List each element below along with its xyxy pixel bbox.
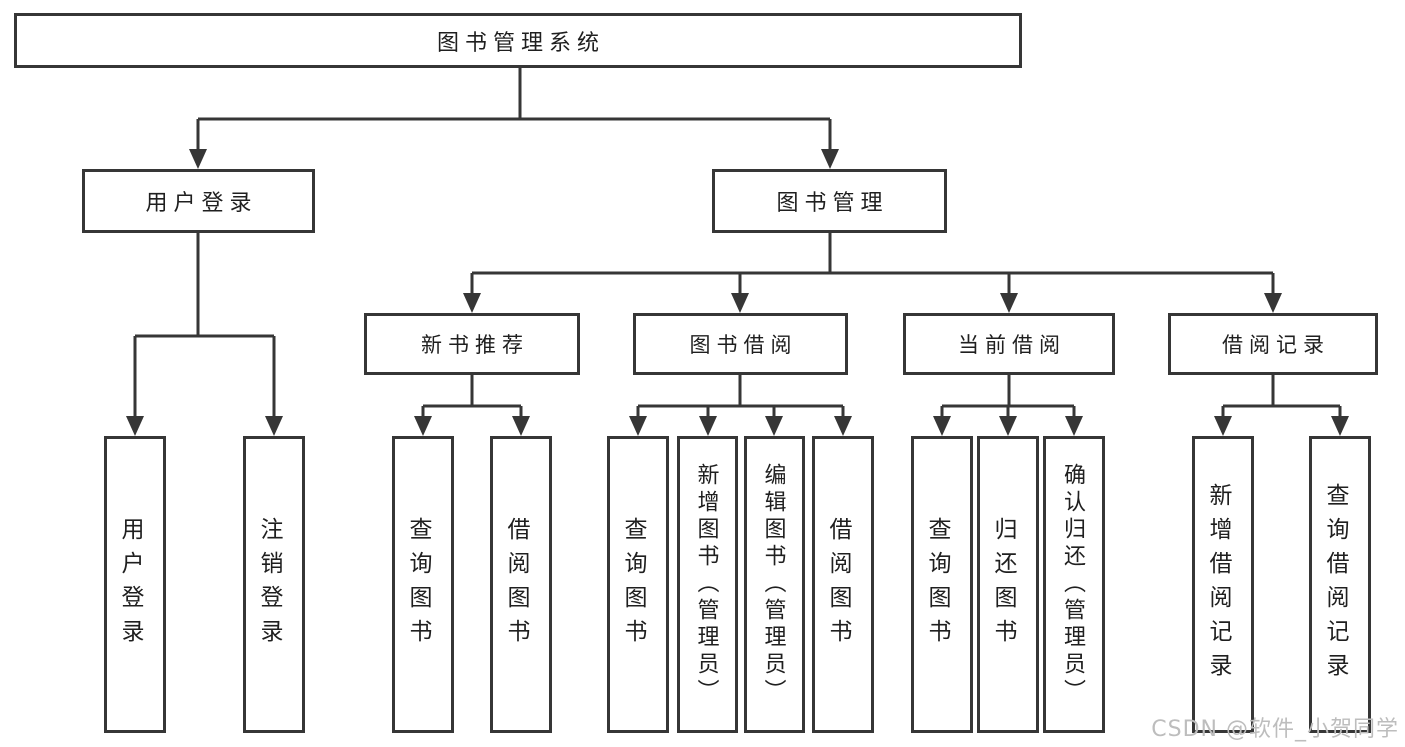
node-root-label: 图书管理系统 xyxy=(436,30,605,56)
node-leaf-borrow-book: 借阅图书 xyxy=(812,436,874,733)
node-book-borrow-label: 图书借阅 xyxy=(689,333,798,357)
node-borrow-record: 借阅记录 xyxy=(1168,313,1378,375)
node-new-book-recommend-label: 新书推荐 xyxy=(421,333,529,357)
arrowhead-icon xyxy=(414,416,432,436)
edges-new-book-recommend-to-leaves xyxy=(414,375,530,436)
node-leaf-user-login-label: 用户登录 xyxy=(117,516,143,653)
node-borrow-record-label: 借阅记录 xyxy=(1222,333,1330,357)
edges-book-borrow-to-leaves xyxy=(629,375,852,436)
node-leaf-query-book-borrow-label: 查询图书 xyxy=(620,516,646,653)
node-leaf-confirm-return-admin-label: 确认归还（管理员） xyxy=(1060,463,1085,706)
edges-book-management-to-level3 xyxy=(463,233,1282,313)
arrowhead-icon xyxy=(512,416,530,436)
arrowhead-icon xyxy=(126,416,144,436)
arrowhead-icon xyxy=(731,293,749,313)
node-book-management-label: 图书管理 xyxy=(776,191,889,216)
node-leaf-borrow-book-recommend-label: 借阅图书 xyxy=(503,516,529,653)
node-leaf-confirm-return-admin: 确认归还（管理员） xyxy=(1043,436,1105,733)
node-user-login-label: 用户登录 xyxy=(145,191,258,216)
arrowhead-icon xyxy=(765,416,783,436)
arrowhead-icon xyxy=(1264,293,1282,313)
node-leaf-query-book-recommend: 查询图书 xyxy=(392,436,454,733)
node-book-borrow: 图书借阅 xyxy=(633,313,848,375)
node-leaf-borrow-book-recommend: 借阅图书 xyxy=(490,436,552,733)
node-leaf-query-book-current: 查询图书 xyxy=(911,436,973,733)
node-new-book-recommend: 新书推荐 xyxy=(364,313,580,375)
node-leaf-borrow-book-label: 借阅图书 xyxy=(825,516,851,653)
arrowhead-icon xyxy=(1214,416,1232,436)
node-leaf-edit-book-admin: 编辑图书（管理员） xyxy=(744,436,805,733)
arrowhead-icon xyxy=(699,416,717,436)
node-leaf-add-borrow-record: 新增借阅记录 xyxy=(1192,436,1254,733)
node-leaf-query-book-recommend-label: 查询图书 xyxy=(405,516,431,653)
arrowhead-icon xyxy=(189,149,207,169)
node-leaf-add-borrow-record-label: 新增借阅记录 xyxy=(1205,482,1231,687)
node-leaf-query-borrow-record: 查询借阅记录 xyxy=(1309,436,1371,733)
arrowhead-icon xyxy=(933,416,951,436)
edges-borrow-record-to-leaves xyxy=(1214,375,1349,436)
csdn-watermark: CSDN @软件_小贺同学 xyxy=(1151,717,1399,742)
node-leaf-add-book-admin: 新增图书（管理员） xyxy=(677,436,738,733)
arrowhead-icon xyxy=(1331,416,1349,436)
node-leaf-query-book-borrow: 查询图书 xyxy=(607,436,669,733)
arrowhead-icon xyxy=(629,416,647,436)
edges-current-borrow-to-leaves xyxy=(933,375,1083,436)
arrowhead-icon xyxy=(265,416,283,436)
node-leaf-add-book-admin-label: 新增图书（管理员） xyxy=(693,463,719,706)
node-book-management: 图书管理 xyxy=(712,169,947,233)
node-leaf-edit-book-admin-label: 编辑图书（管理员） xyxy=(760,463,786,706)
arrowhead-icon xyxy=(821,149,839,169)
node-leaf-return-book-label: 归还图书 xyxy=(990,516,1016,653)
node-leaf-user-login: 用户登录 xyxy=(104,436,166,733)
node-leaf-return-book: 归还图书 xyxy=(977,436,1039,733)
node-leaf-query-book-current-label: 查询图书 xyxy=(924,516,950,653)
node-user-login: 用户登录 xyxy=(82,169,315,233)
node-root-system: 图书管理系统 xyxy=(14,13,1022,68)
node-current-borrow-label: 当前借阅 xyxy=(958,333,1066,357)
arrowhead-icon xyxy=(1000,293,1018,313)
arrowhead-icon xyxy=(1065,416,1083,436)
node-current-borrow: 当前借阅 xyxy=(903,313,1115,375)
edges-root-to-level2 xyxy=(189,68,839,169)
arrowhead-icon xyxy=(463,293,481,313)
arrowhead-icon xyxy=(999,416,1017,436)
node-leaf-logout: 注销登录 xyxy=(243,436,305,733)
node-leaf-query-borrow-record-label: 查询借阅记录 xyxy=(1322,482,1348,687)
edges-user-login-to-leaves xyxy=(126,233,283,436)
arrowhead-icon xyxy=(834,416,852,436)
node-leaf-logout-label: 注销登录 xyxy=(256,516,282,653)
